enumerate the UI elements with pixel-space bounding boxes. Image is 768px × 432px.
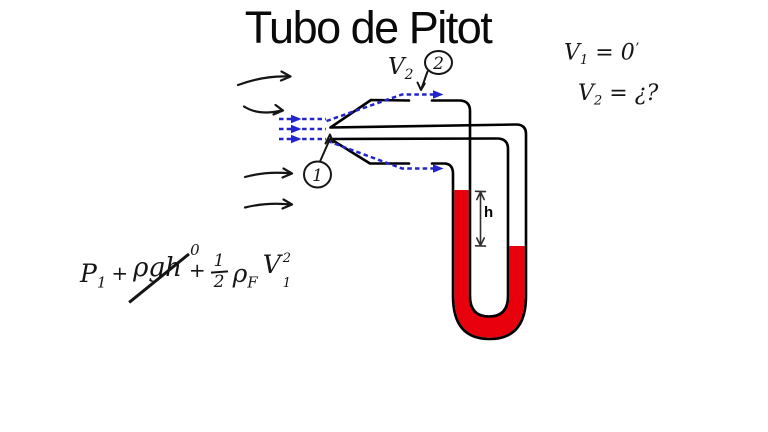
v2-sub: 2 (404, 66, 414, 83)
v2-var: V (388, 54, 405, 80)
tube-outline-inner (329, 99, 510, 318)
fraction-denominator: 2 (213, 272, 225, 292)
arrowhead-icon (433, 164, 444, 173)
h-label: h (484, 204, 494, 221)
callout-pointer-2 (416, 70, 429, 91)
streamline-over-top (326, 93, 434, 123)
plus-sign: + (111, 261, 129, 285)
arrowhead-icon (433, 90, 444, 99)
callout-circle-2 (424, 50, 453, 75)
v2-equation: V2 = ¿? (578, 83, 658, 108)
flow-arrow-icon (236, 70, 292, 87)
callouts (303, 50, 453, 189)
v-sub: 1 (282, 276, 292, 291)
callout-number-1: 1 (312, 166, 323, 186)
v-var: V (262, 250, 281, 279)
streamline-arrowheads (291, 90, 444, 173)
fraction-numerator: 1 (213, 251, 225, 271)
arrowhead-icon (291, 124, 302, 134)
v2q-sub: 2 (593, 93, 603, 109)
v1-var: V (564, 40, 580, 66)
cancelled-rho-g-h-term: ρgh 0 (128, 243, 200, 304)
manometer-fluid (454, 190, 525, 338)
v1-sub: 1 (579, 52, 589, 68)
v1-equation: V1 = 0ʼ (564, 42, 639, 67)
h-dimension-arrow (474, 190, 487, 247)
v-sup: 2 (282, 251, 292, 266)
arrowhead-icon (291, 134, 302, 144)
fluid-density-term: ρF (233, 261, 258, 290)
tube-outline-outer (329, 98, 528, 341)
page-title: Tubo de Pitot (244, 2, 493, 53)
streamline-under-bottom (327, 139, 434, 170)
tube-outline (329, 98, 528, 341)
rho-sub: F (247, 273, 258, 292)
p-var: P (80, 259, 97, 288)
flow-arrows (236, 70, 294, 210)
flow-arrow-icon (242, 103, 285, 116)
cancelled-to-zero: 0 (190, 241, 200, 259)
rho-var: ρ (232, 259, 248, 288)
streamlines (279, 93, 434, 170)
v2q-var: V (578, 81, 594, 106)
callout-number-2: 2 (432, 54, 444, 74)
v1-value: = 0 (595, 40, 635, 66)
v1-tick-mark: ʼ (634, 41, 639, 56)
callout-circle-1 (303, 160, 332, 189)
callout-pointer-1 (319, 133, 334, 163)
pressure-term: P1 (80, 261, 106, 290)
plus-sign: + (188, 258, 206, 282)
flow-arrow-icon (243, 198, 294, 210)
flow-arrow-icon (243, 167, 294, 179)
arrowhead-icon (291, 114, 302, 124)
p-sub: 1 (96, 273, 107, 292)
one-half-fraction: 1 2 (210, 251, 228, 292)
v2-point-label: V2 (388, 56, 413, 83)
v2q-value: = ¿? (609, 81, 659, 106)
